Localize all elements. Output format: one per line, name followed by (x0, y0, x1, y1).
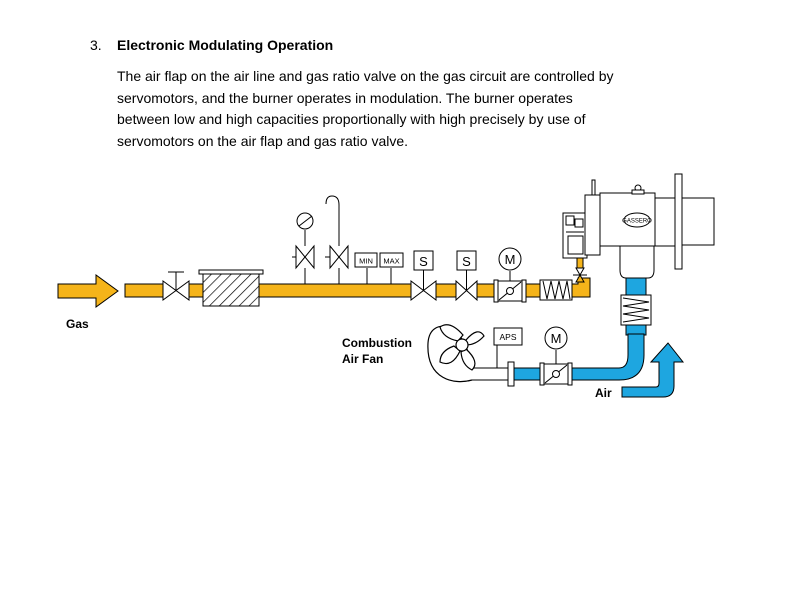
air-inlet-box (619, 245, 655, 279)
section-number: 3. (90, 37, 102, 53)
air-flap-damper: M (539, 326, 573, 386)
burner: GASSERO (562, 173, 715, 279)
max-pressure-switch: MAX (379, 252, 404, 284)
air-motor-label: M (551, 331, 562, 346)
gas-inlet-arrow (57, 274, 119, 308)
min-pressure-switch: MIN (354, 252, 378, 284)
solenoid-valve-2: S (455, 250, 478, 302)
solenoid-valve-1: S (410, 250, 437, 302)
min-label: MIN (359, 257, 373, 266)
solenoid-1-label: S (419, 254, 428, 269)
gas-flex-joint (539, 279, 573, 301)
burner-brand-label: GASSERO (622, 219, 652, 225)
max-label: MAX (383, 257, 399, 266)
paragraph-line: servomotors, and the burner operates in … (117, 89, 573, 106)
air-flex-joint (620, 277, 652, 336)
burner-flange (674, 173, 683, 270)
aps-label: APS (499, 332, 516, 342)
fan-label-line1: Combustion (342, 336, 412, 350)
paragraph-line: between low and high capacities proporti… (117, 111, 586, 127)
air-servomotor (544, 326, 568, 350)
air-inlet-arrow (621, 342, 685, 398)
air-label: Air (595, 386, 612, 400)
gas-filter (198, 269, 264, 307)
combustion-air-fan (427, 324, 485, 383)
burner-brand-badge (623, 212, 651, 228)
paragraph-line: The air flap on the air line and gas rat… (117, 68, 614, 84)
air-pressure-switch: APS (493, 327, 523, 373)
manual-shutoff-valve (162, 271, 190, 301)
gas-motor-label: M (505, 252, 516, 267)
fan-label-line2: Air Fan (342, 352, 383, 366)
paragraph-line: servomotors on the air flap and gas rati… (117, 132, 409, 149)
fan-hub-icon (455, 338, 469, 352)
solenoid-2-label: S (462, 254, 471, 269)
burner-blast-tube (681, 197, 715, 246)
section-heading: 3. Electronic Modulating Operation (90, 37, 333, 53)
fan-outlet (470, 361, 515, 387)
pressure-gauge-assembly (292, 195, 349, 284)
air-duct (513, 333, 645, 381)
gas-label: Gas (66, 317, 89, 331)
section-title: Electronic Modulating Operation (117, 37, 334, 53)
section-paragraph: The air flap on the air line and gas rat… (117, 66, 677, 152)
gas-servomotor (498, 247, 522, 271)
gas-ratio-valve: M (493, 247, 527, 303)
